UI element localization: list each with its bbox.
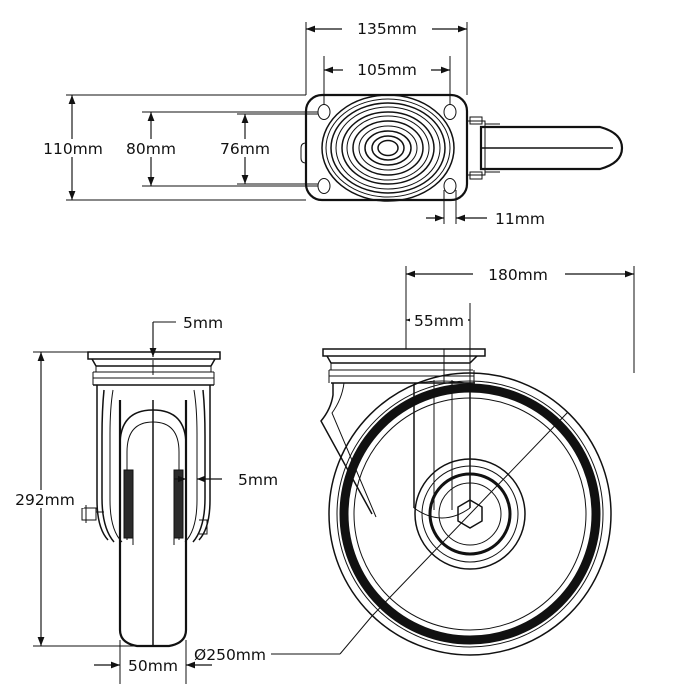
top-view-fork-and-wheel xyxy=(467,116,624,180)
dimension-label-55mm: 55mm xyxy=(414,312,464,330)
side-view-mounting-plate xyxy=(322,348,486,384)
dimension-wheel-width-50mm: 50mm xyxy=(94,640,212,684)
dimension-plate-length-135mm: 135mm xyxy=(305,20,468,95)
side-view-fork-body xyxy=(320,349,471,519)
front-view-mounting-plate xyxy=(87,351,221,386)
top-view-swivel-raceway xyxy=(321,94,455,202)
dimension-label-plate-thickness-5mm: 5mm xyxy=(183,314,223,332)
dimension-label-76mm: 76mm xyxy=(220,140,270,158)
top-view: 135mm 105mm 110mm xyxy=(38,20,624,228)
dimension-wheel-diameter-250mm: Ø250mm xyxy=(194,411,569,664)
dimension-fork-arm-5mm: 5mm xyxy=(174,471,278,489)
dimension-label-250mm: Ø250mm xyxy=(194,646,266,664)
dimension-label-fork-arm-5mm: 5mm xyxy=(238,471,278,489)
front-view-fork-yoke xyxy=(81,385,211,543)
dimension-bolt-spacing-76mm: 76mm xyxy=(213,113,318,185)
dimension-plate-thickness-5mm: 5mm xyxy=(149,314,223,375)
dimension-bolt-spacing-105mm: 105mm xyxy=(323,56,451,105)
dimension-label-50mm: 50mm xyxy=(128,657,178,675)
dimension-overall-depth-180mm: 180mm xyxy=(405,265,635,373)
dimension-bolt-spacing-80mm: 80mm xyxy=(119,111,318,187)
front-view-wheel xyxy=(118,400,188,648)
dimension-label-80mm: 80mm xyxy=(126,140,176,158)
dimension-label-105mm: 105mm xyxy=(357,61,417,79)
dimension-label-11mm: 11mm xyxy=(495,210,545,228)
side-view: 180mm 55mm Ø250mm xyxy=(194,265,635,664)
dimension-label-292mm: 292mm xyxy=(15,491,75,509)
front-view: 5mm 5mm 292mm xyxy=(8,314,278,684)
dimension-bolt-hole-11mm: 11mm xyxy=(426,190,545,228)
dimension-overall-height-292mm: 292mm xyxy=(8,351,137,647)
dimension-label-135mm: 135mm xyxy=(357,20,417,38)
dimension-label-180mm: 180mm xyxy=(488,266,548,284)
dimension-swivel-offset-55mm: 55mm xyxy=(405,303,471,384)
dimension-label-110mm: 110mm xyxy=(43,140,103,158)
dimension-plate-width-110mm: 110mm xyxy=(38,94,306,201)
